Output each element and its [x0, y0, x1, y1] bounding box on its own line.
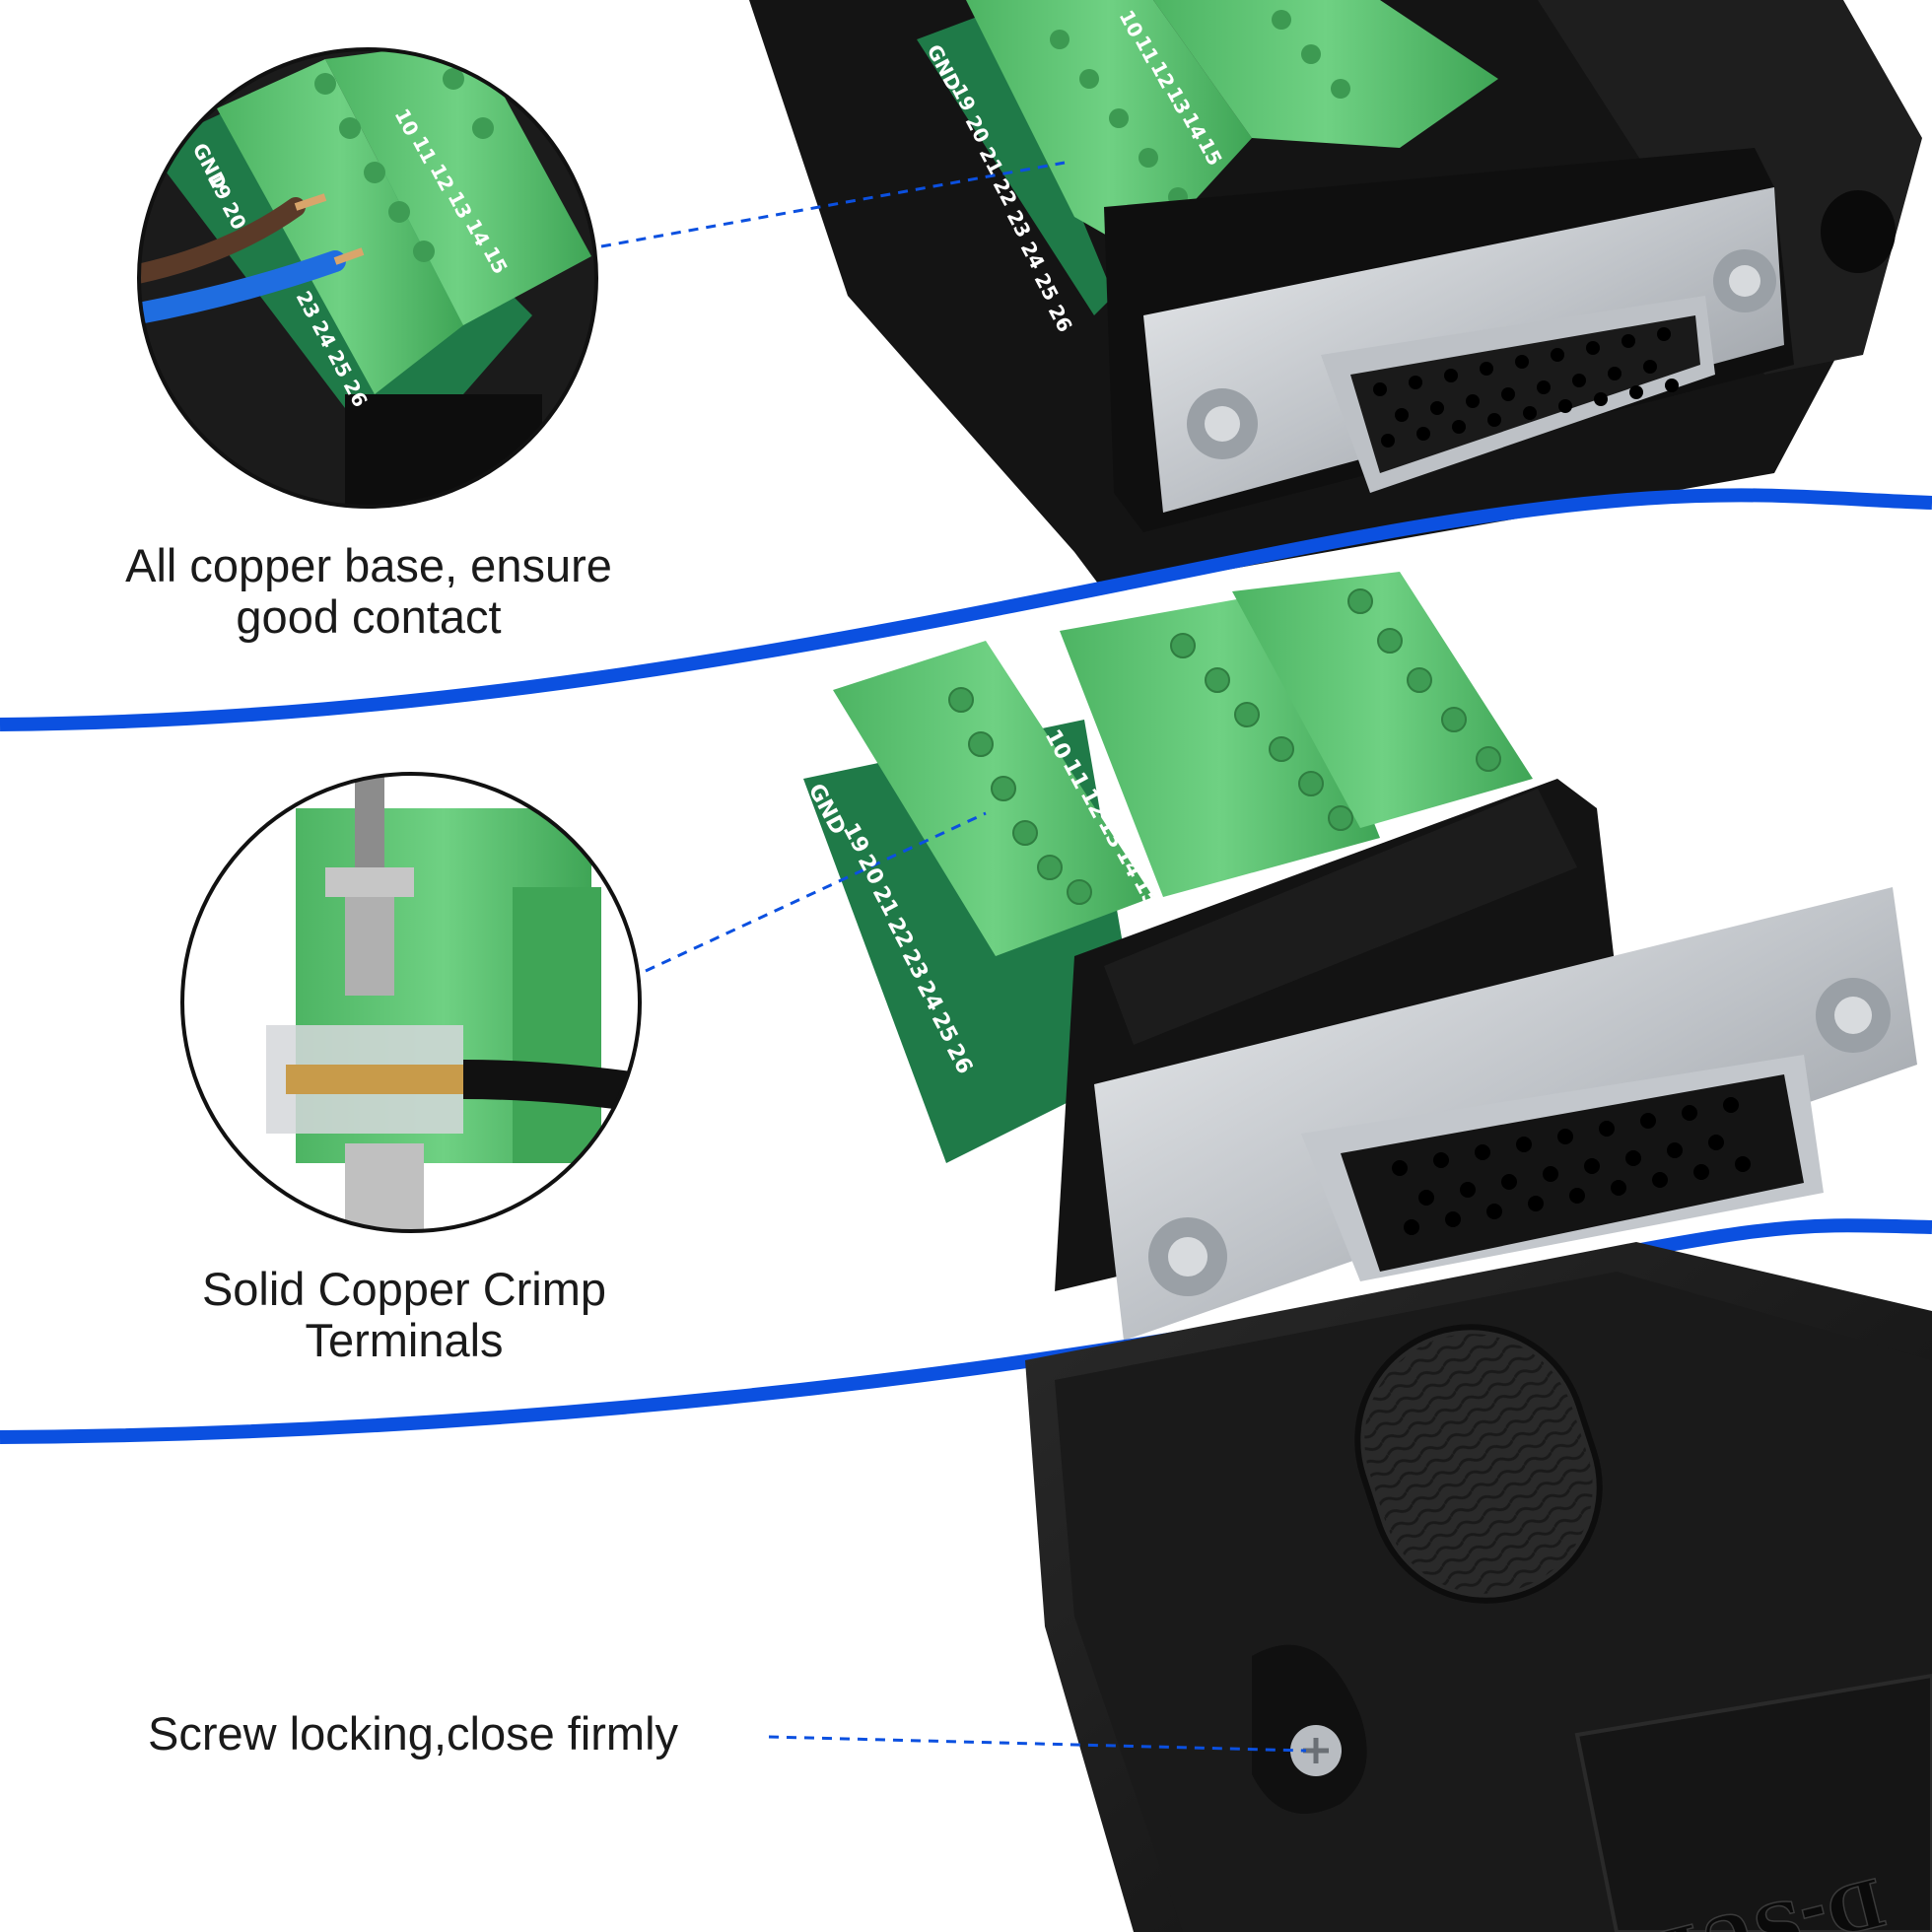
socket-pin-hole [1445, 1211, 1461, 1227]
socket-pin-hole [1652, 1172, 1668, 1188]
socket-pin-hole [1487, 413, 1501, 427]
socket-pin-hole [1594, 392, 1608, 406]
socket-pin-hole [1392, 1160, 1408, 1176]
screwdriver-icon [355, 774, 384, 867]
socket-pin-hole [1516, 1137, 1532, 1152]
socket-pin-hole [1572, 374, 1586, 387]
socket-pin-hole [1395, 408, 1409, 422]
socket-pin-hole [1486, 1204, 1502, 1219]
socket-pin-hole [1640, 1113, 1656, 1129]
socket-pin-hole [1558, 399, 1572, 413]
caption-copper-base: All copper base, ensure good contact [125, 539, 612, 643]
socket-pin-hole [1418, 1190, 1434, 1206]
socket-pin-hole [1523, 406, 1537, 420]
socket-pin-hole [1373, 382, 1387, 396]
socket-pin-hole [1409, 376, 1422, 389]
socket-pin-hole [1643, 360, 1657, 374]
socket-pin-hole [1735, 1156, 1751, 1172]
socket-pin-hole [1693, 1164, 1709, 1180]
socket-pin-hole [1586, 341, 1600, 355]
copper-wire-core [286, 1065, 463, 1094]
pcb-board [917, 10, 1114, 315]
socket-pin-hole [1452, 420, 1466, 434]
socket-pin-hole [1665, 379, 1679, 392]
socket-pin-hole [1708, 1135, 1724, 1150]
socket-pin-hole [1557, 1129, 1573, 1144]
socket-pin-hole [1723, 1097, 1739, 1113]
socket-pin-hole [1501, 1174, 1517, 1190]
socket-pin-hole [1501, 387, 1515, 401]
socket-pin-hole [1433, 1152, 1449, 1168]
socket-pin-hole [1444, 369, 1458, 382]
socket-pin-hole [1404, 1219, 1419, 1235]
socket-pin-hole [1611, 1180, 1626, 1196]
socket-pin-hole [1682, 1105, 1697, 1121]
blue-wire [0, 488, 1932, 731]
socket-pin-hole [1657, 327, 1671, 341]
blue-wire [139, 250, 346, 326]
socket-pin-hole [1625, 1150, 1641, 1166]
socket-pin-hole [1543, 1166, 1558, 1182]
socket-pin-hole [1584, 1158, 1600, 1174]
socket-pin-hole [1515, 355, 1529, 369]
top-connector [749, 0, 1922, 591]
inset-crimp-cutaway [180, 772, 642, 1233]
middle-connector [803, 572, 1917, 1341]
socket-pin-hole [1480, 362, 1493, 376]
callout-lines [600, 161, 1307, 1753]
dsub-pin-socket [1350, 315, 1700, 473]
socket-pin-hole [1416, 427, 1430, 441]
socket-pin-hole [1608, 367, 1622, 380]
caption-crimp-terminals: Solid Copper Crimp Terminals [201, 1263, 607, 1366]
inset-terminal-closeup [137, 47, 598, 509]
terminal-block [966, 0, 1498, 256]
socket-pin-hole [1599, 1121, 1615, 1137]
socket-pin-hole [1569, 1188, 1585, 1204]
socket-pin-hole [1551, 348, 1564, 362]
socket-pin-hole [1430, 401, 1444, 415]
dsub-cover [1025, 1242, 1932, 1932]
socket-pin-hole [1381, 434, 1395, 448]
socket-pin-hole [1528, 1196, 1544, 1211]
socket-pin-hole [1475, 1144, 1490, 1160]
brown-wire [139, 197, 306, 286]
socket-pin-hole [1667, 1142, 1683, 1158]
socket-pin-hole [1629, 385, 1643, 399]
socket-pin-hole [1537, 380, 1551, 394]
terminal-block [833, 572, 1533, 956]
caption-screw-locking: Screw locking,close firmly [148, 1707, 679, 1760]
socket-pin-hole [1460, 1182, 1476, 1198]
socket-pin-hole [1466, 394, 1480, 408]
grip-pattern [1364, 1334, 1593, 1594]
socket-pin-hole [1622, 334, 1635, 348]
